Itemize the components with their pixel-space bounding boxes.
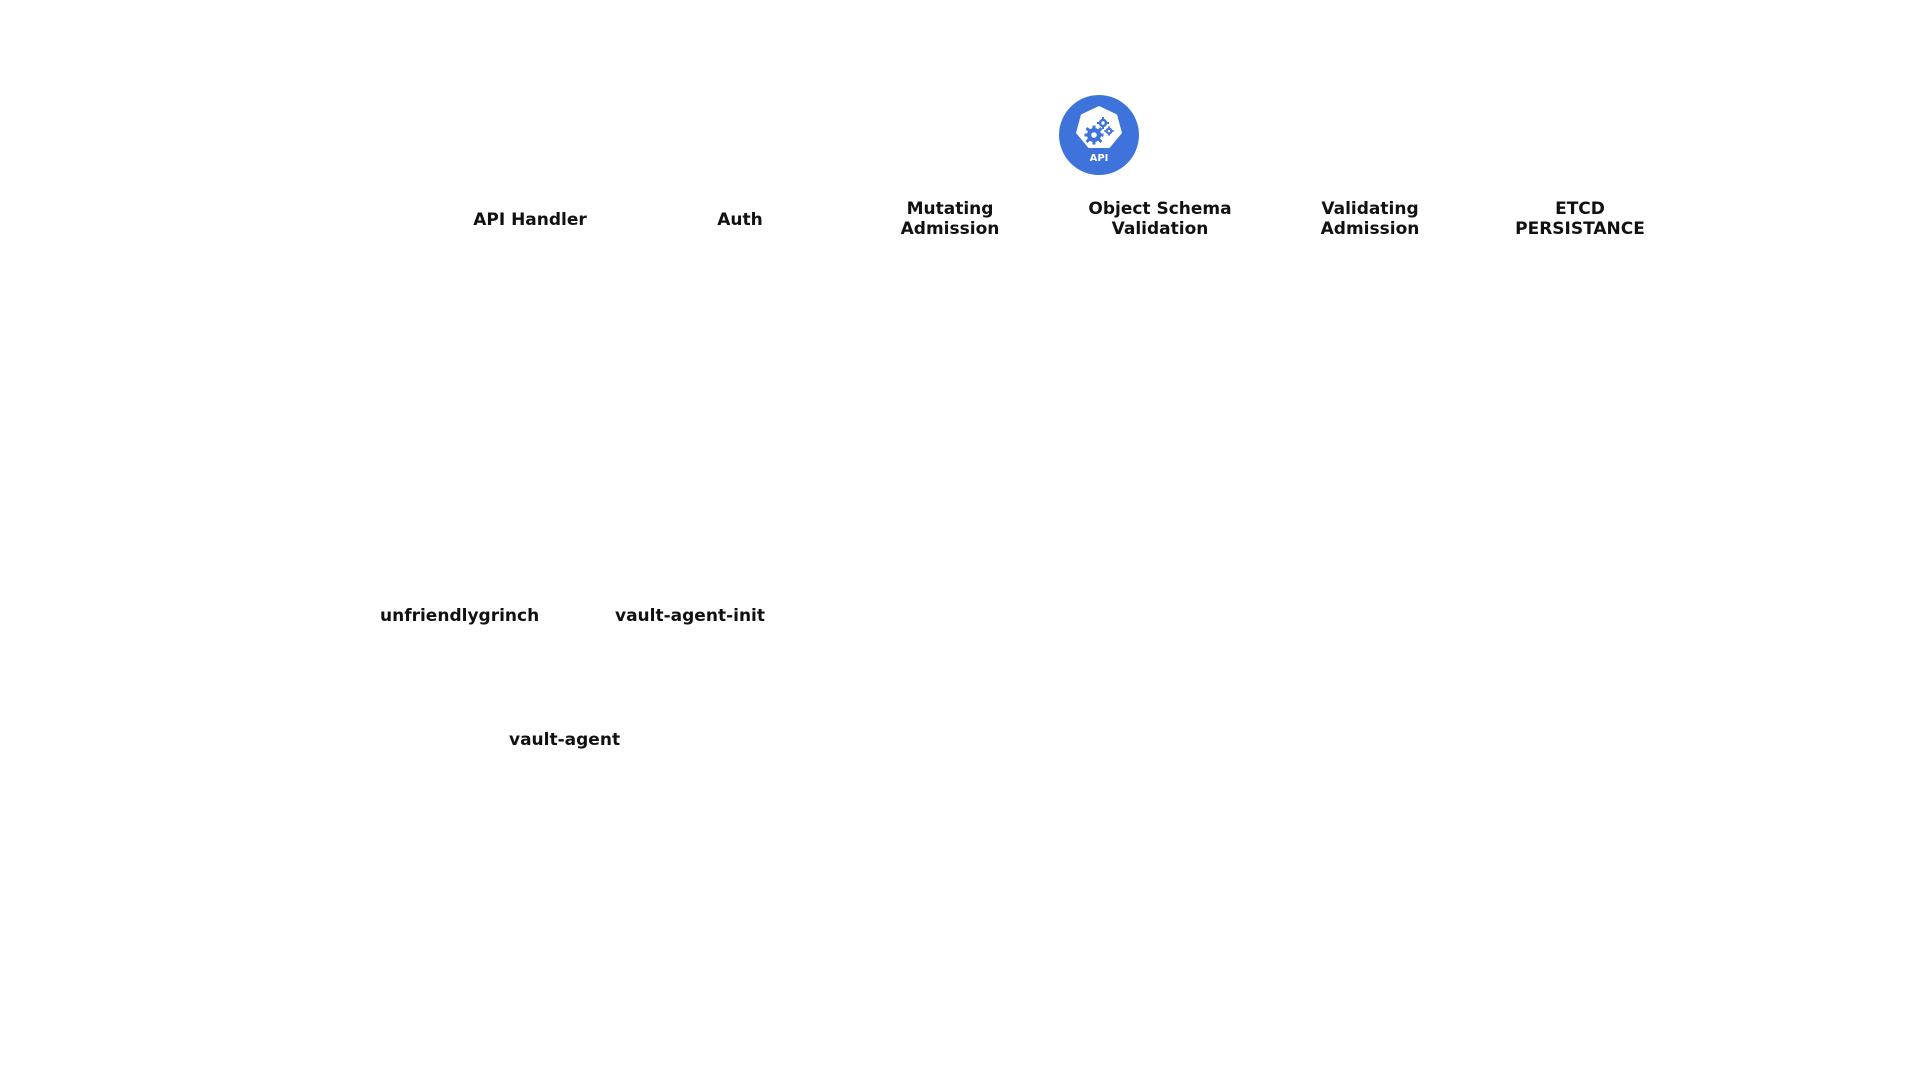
stage-label: Auth <box>717 210 763 230</box>
stage-label-line1: ETCD <box>1555 199 1605 219</box>
stage-label-line1: Object Schema <box>1088 199 1232 219</box>
stage-auth: Auth <box>630 210 850 230</box>
stage-api-handler: API Handler <box>420 210 640 230</box>
stage-label-line2: Admission <box>900 219 1000 239</box>
gear-icon <box>1084 125 1104 145</box>
container-vault-agent-init: vault-agent-init <box>615 606 766 626</box>
stage-label-line1: Validating <box>1321 199 1419 219</box>
stage-label: API Handler <box>473 210 587 230</box>
stage-label-line2: Validation <box>1111 219 1209 239</box>
small-gear-icon <box>1097 117 1109 129</box>
container-unfriendlygrinch: unfriendlygrinch <box>380 606 540 626</box>
container-vault-agent: vault-agent <box>509 730 621 750</box>
api-logo-label: API <box>1090 153 1109 164</box>
stage-etcd-persistance: ETCD PERSISTANCE <box>1470 199 1690 239</box>
stage-object-schema-validation: Object Schema Validation <box>1050 199 1270 239</box>
stage-label-line2: Admission <box>1320 219 1420 239</box>
stage-label-line2: PERSISTANCE <box>1515 219 1645 239</box>
stage-label-line1: Mutating <box>906 199 994 219</box>
stage-mutating-admission: Mutating Admission <box>840 199 1060 239</box>
tiny-gear-icon <box>1104 126 1114 136</box>
stage-validating-admission: Validating Admission <box>1260 199 1480 239</box>
kubernetes-api-icon: API <box>1059 95 1139 175</box>
